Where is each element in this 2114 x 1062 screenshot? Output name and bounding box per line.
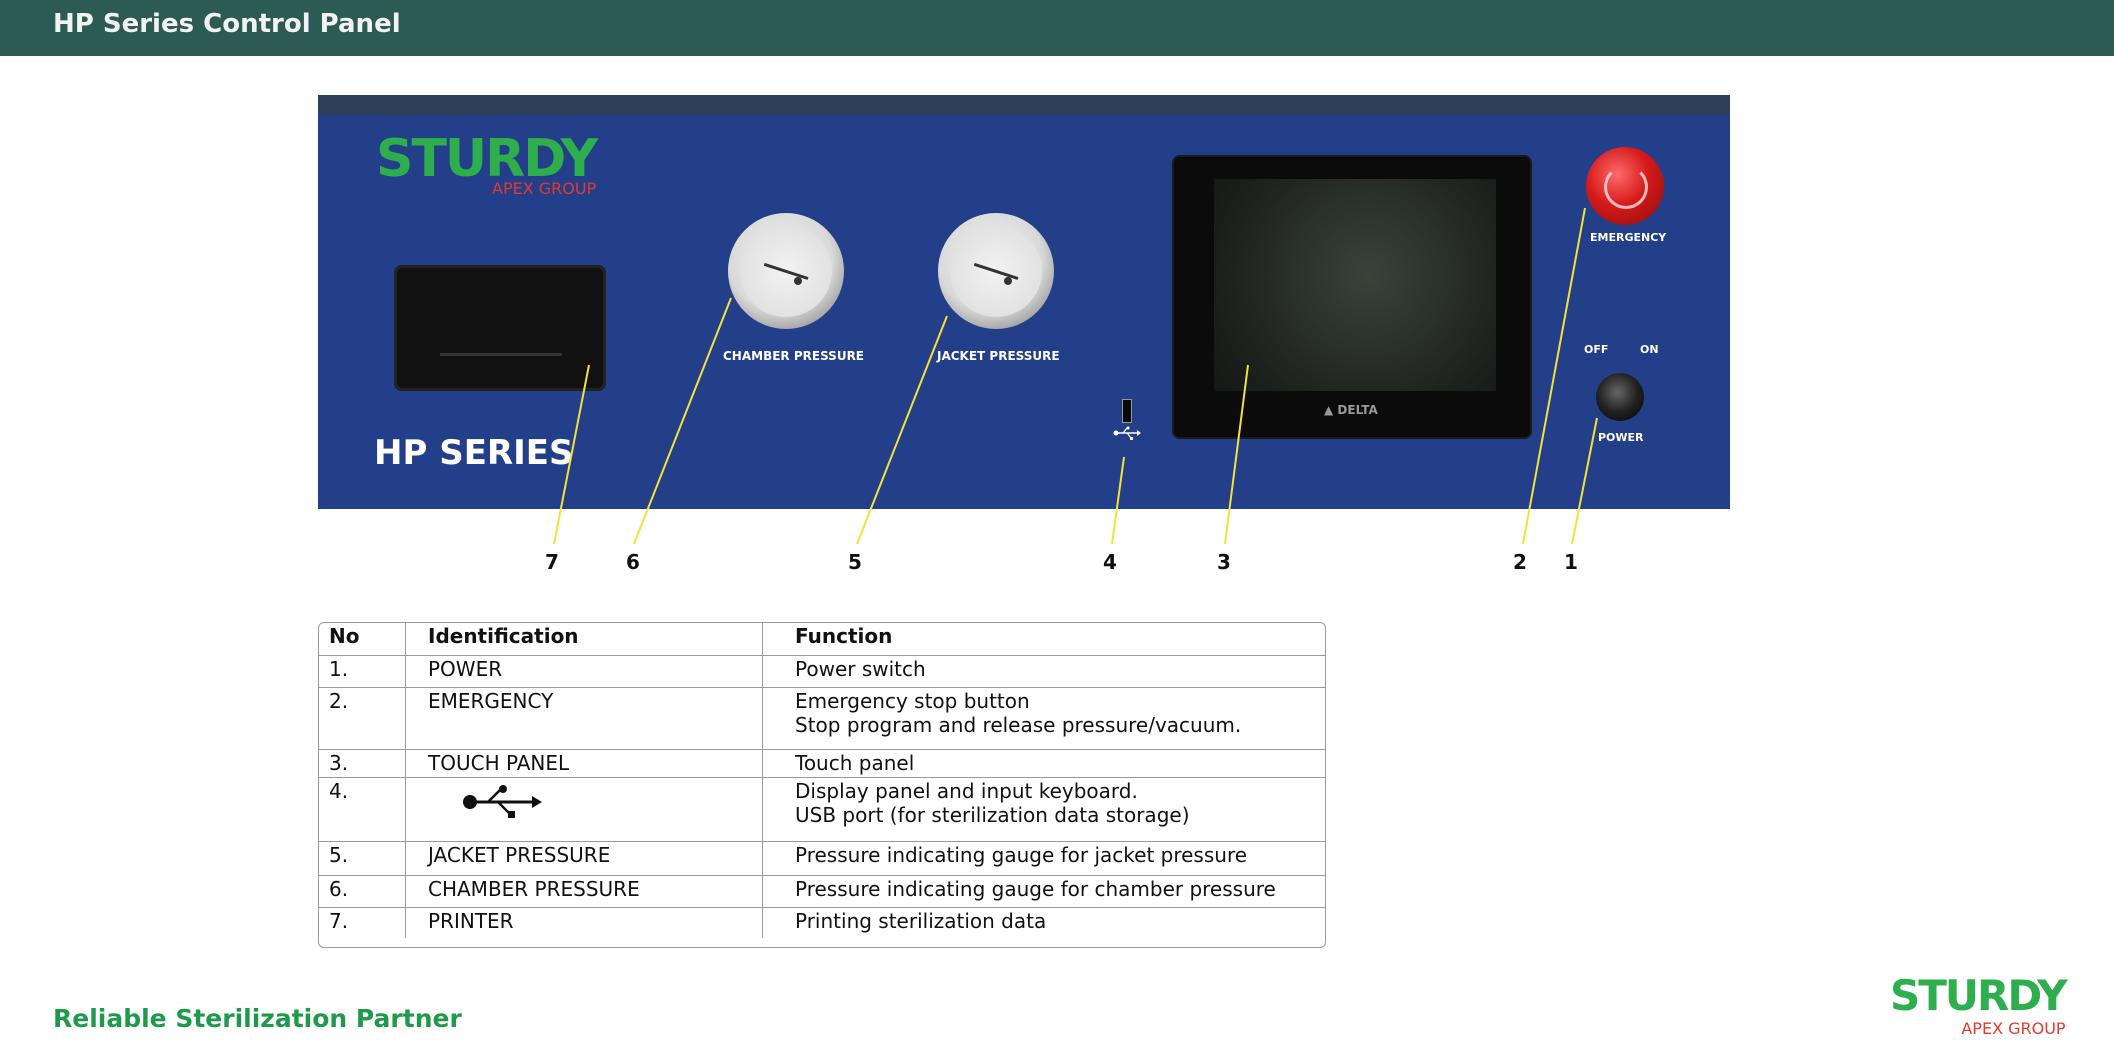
row-function: Printing sterilization data [763,908,1326,938]
callout-4: 4 [1103,550,1117,574]
row-function: Pressure indicating gauge for jacket pre… [762,841,1325,876]
usb-port [1122,399,1132,423]
callout-5: 5 [848,550,862,574]
leader-line-3 [1224,364,1249,545]
row-no: 7. [319,907,406,938]
jacket-gauge-hub [1004,277,1012,285]
row-function: Emergency stop button Stop program and r… [762,687,1325,750]
table-row: 5. JACKET PRESSURE Pressure indicating g… [319,841,1325,876]
row-identification: JACKET PRESSURE [405,841,763,876]
row-identification: PRINTER [405,907,763,938]
jacket-gauge-label: JACKET PRESSURE [937,349,1060,363]
table-row: 7. PRINTER Printing sterilization data [319,907,1326,938]
table-row: 2. EMERGENCY Emergency stop button Stop … [319,687,1325,750]
footer-brand-logo: STURDY APEX GROUP [1890,971,2068,1039]
row-no: 4. [319,777,406,842]
leader-line-5 [856,315,948,545]
callout-7: 7 [545,550,559,574]
row-function-line-2: Stop program and release pressure/vacuum… [795,713,1242,737]
row-no: 3. [319,749,406,778]
leader-line-4 [1111,456,1125,545]
row-function-line: Touch panel [795,751,915,775]
footer-slogan: Reliable Sterilization Partner [53,1004,462,1033]
off-label: OFF [1584,343,1609,356]
jacket-gauge-face [950,225,1042,317]
control-panel-photo: STURDY APEX GROUP HP SERIES CHAMBER PRES… [318,95,1730,509]
header-no: No [319,623,406,656]
row-function: Display panel and input keyboard. USB po… [762,777,1325,842]
chamber-pressure-gauge [728,213,844,329]
row-no: 1. [319,655,406,688]
row-function-line-2: USB port (for sterilization data storage… [795,803,1190,827]
table-row: 4. Display panel and input keyboard. USB… [319,777,1325,842]
emergency-stop-button [1586,147,1664,225]
panel-top-edge [318,95,1730,115]
row-function-line: Emergency stop button [795,689,1030,713]
callout-3: 3 [1217,550,1231,574]
printer [394,265,606,391]
emergency-label: EMERGENCY [1590,231,1667,244]
leader-line-6 [633,297,732,545]
table-header-row: No Identification Function [319,623,1325,656]
row-identification: POWER [405,655,763,688]
chamber-gauge-label: CHAMBER PRESSURE [723,349,864,363]
callout-6: 6 [626,550,640,574]
row-function: Pressure indicating gauge for chamber pr… [762,875,1325,908]
footer-brand-name: STURDY [1890,971,2068,1020]
row-function: Touch panel [762,749,1325,778]
row-identification: CHAMBER PRESSURE [405,875,763,908]
chamber-gauge-hub [794,277,802,285]
callout-1: 1 [1564,550,1578,574]
table-row: 1. POWER Power switch [319,655,1325,688]
header-function: Function [762,623,1325,656]
row-no: 5. [319,841,406,876]
row-identification-usb [405,777,763,842]
power-label: POWER [1598,431,1644,444]
identification-table: No Identification Function 1. POWER Powe… [318,622,1326,948]
power-switch-knob [1596,373,1644,421]
callout-2: 2 [1513,550,1527,574]
jacket-pressure-gauge [938,213,1054,329]
row-function-line: Power switch [795,657,926,681]
row-function-line: Printing sterilization data [795,909,1047,933]
panel-brand-sub: APEX GROUP [492,179,597,198]
touch-panel-brand: ▲ DELTA [1324,403,1378,417]
row-function-line: Pressure indicating gauge for jacket pre… [795,843,1248,867]
row-no: 2. [319,687,406,750]
leader-line-2 [1522,207,1586,545]
header-identification: Identification [405,623,763,656]
row-identification: TOUCH PANEL [405,749,763,778]
series-title: HP SERIES [374,433,574,473]
table-row: 3. TOUCH PANEL Touch panel [319,749,1325,778]
panel-brand-name: STURDY [376,129,598,189]
page-title: HP Series Control Panel [53,9,401,39]
leader-line-7 [553,364,590,545]
touch-panel-display [1214,179,1496,391]
row-function-line: Pressure indicating gauge for chamber pr… [795,877,1276,901]
touch-panel: ▲ DELTA [1174,157,1530,437]
row-function-line: Display panel and input keyboard. [795,779,1138,803]
on-label: ON [1640,343,1659,356]
usb-icon [1113,426,1141,444]
row-identification: EMERGENCY [405,687,763,750]
panel-brand-logo: STURDY APEX GROUP [376,129,598,198]
table-row: 6. CHAMBER PRESSURE Pressure indicating … [319,875,1325,908]
emergency-ring-icon [1604,165,1648,209]
printer-paper-slot [440,353,562,356]
row-no: 6. [319,875,406,908]
chamber-gauge-face [740,225,832,317]
row-function: Power switch [762,655,1325,688]
usb-icon [463,785,542,818]
footer-brand-sub: APEX GROUP [1961,1019,2066,1038]
leader-line-1 [1571,417,1598,545]
header-bar: HP Series Control Panel [0,0,2114,56]
